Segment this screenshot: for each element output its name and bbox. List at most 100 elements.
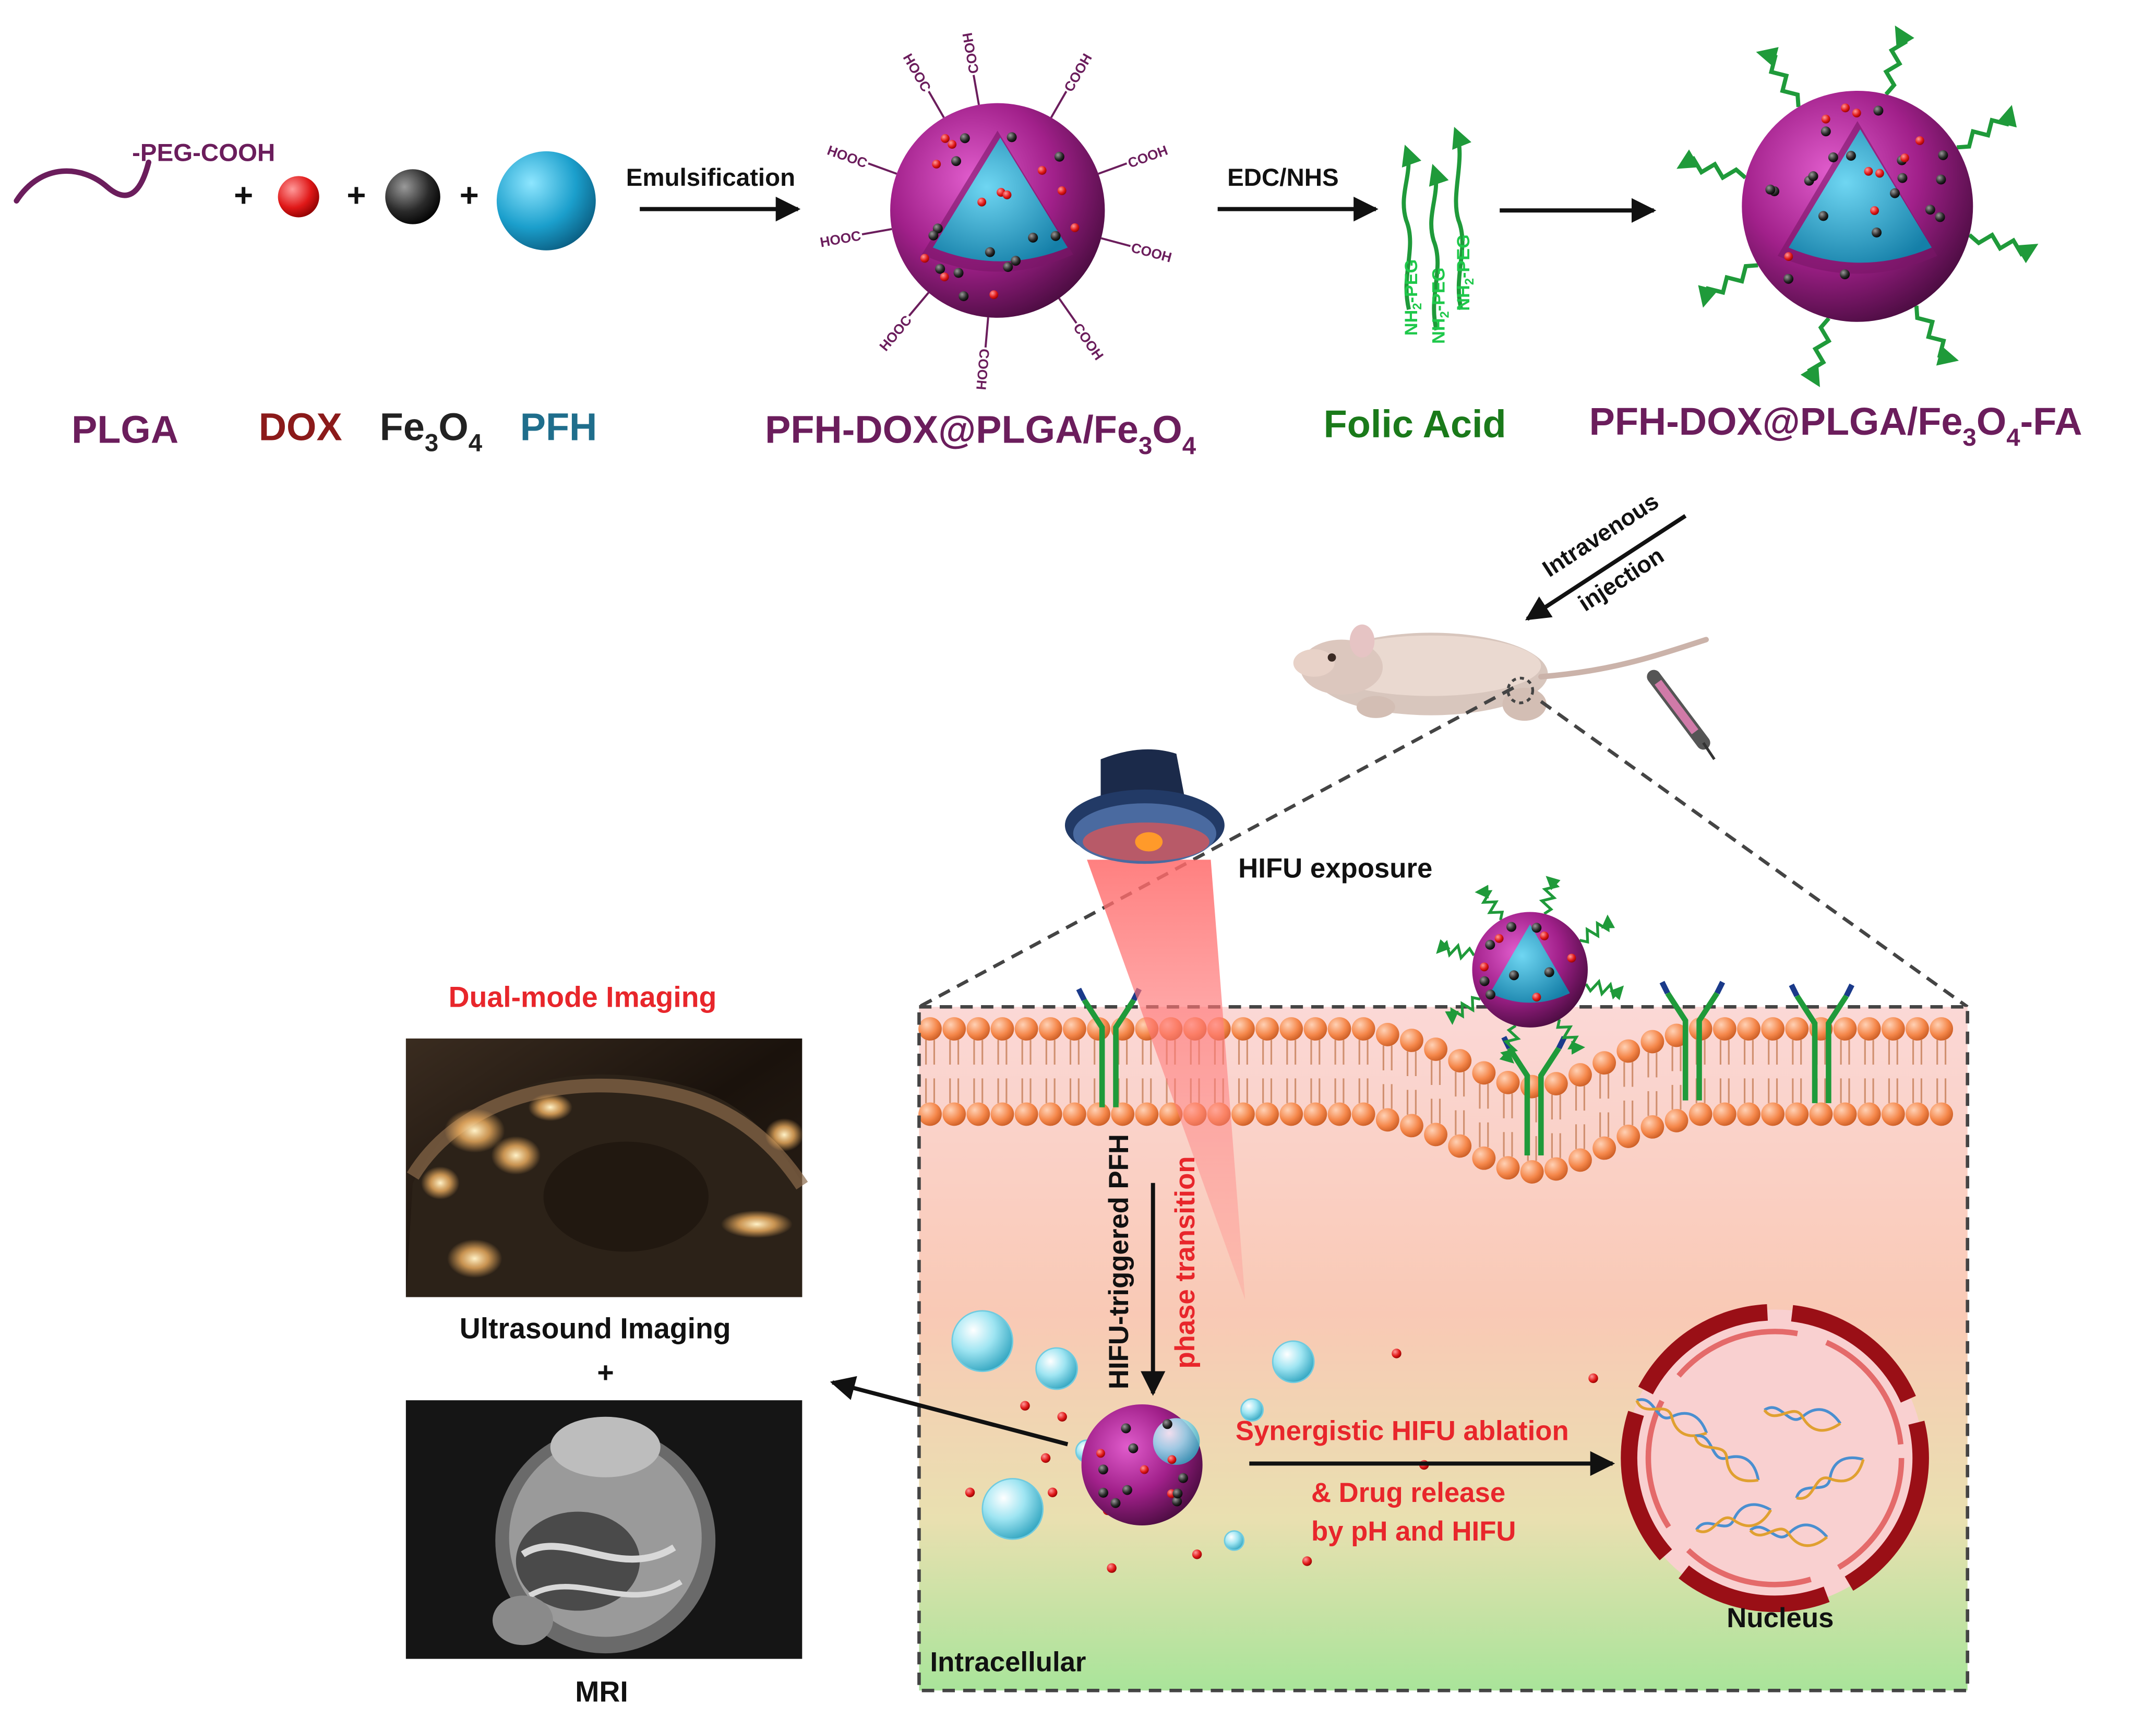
fa-ligand	[1914, 305, 1959, 366]
dna-backbone	[1763, 1409, 1841, 1432]
dox-dot	[1037, 166, 1047, 175]
dox-dot	[1567, 953, 1576, 963]
lipid-head	[1303, 1017, 1327, 1041]
pfh-transition-label-2: phase transition	[1170, 1156, 1201, 1368]
lipid-tail	[1888, 1078, 1898, 1103]
cooh-label: COOH	[973, 348, 992, 390]
lipid-head	[1327, 1102, 1351, 1126]
cooh-label: COOH	[1061, 51, 1095, 94]
lipid-head	[1930, 1102, 1954, 1126]
dox-dot	[1588, 1373, 1598, 1383]
cooh-label: COOH	[1125, 142, 1170, 171]
lipid-head	[1712, 1102, 1736, 1126]
cooh-spoke	[1050, 91, 1068, 118]
fe3o4-dot	[928, 230, 939, 241]
folic-acid-strands	[1402, 127, 1471, 331]
lipid-head	[1279, 1017, 1303, 1041]
ultrasound-image	[405, 1038, 808, 1297]
fe3o4-dot	[1485, 939, 1495, 950]
lipid-head	[1785, 1017, 1809, 1041]
lipid-tail	[1936, 1078, 1947, 1103]
fe3o4-dot	[1007, 132, 1017, 142]
fa-ligand	[1445, 996, 1481, 1025]
lipid-tail	[1888, 1040, 1898, 1065]
lipid-head	[1014, 1017, 1038, 1041]
lipid-head	[1351, 1017, 1375, 1041]
dual-mode-title: Dual-mode Imaging	[449, 981, 717, 1013]
lipid-tail	[1069, 1040, 1080, 1065]
plga-polymer	[14, 159, 152, 204]
nucleus-label: Nucleus	[1727, 1603, 1834, 1633]
dox-dot	[948, 140, 957, 149]
lipid-head	[942, 1102, 966, 1126]
folic-acid-ligands	[1676, 25, 2039, 387]
cooh-label: HOOC	[819, 228, 862, 250]
fa-ligand	[1579, 914, 1615, 944]
fe3o4-dot	[1783, 273, 1794, 284]
dox-dot	[1096, 1449, 1105, 1458]
lipid-tail	[1719, 1078, 1730, 1103]
plga-label: PLGA	[71, 408, 178, 451]
microbubble	[1035, 1347, 1078, 1390]
lipid-tail	[1575, 1085, 1585, 1111]
fe3o4-label: Fe3O4	[380, 405, 483, 457]
lipid-head	[942, 1017, 966, 1041]
cooh-label: HOOC	[825, 142, 869, 171]
lipid-head	[1664, 1023, 1688, 1047]
lipid-tail	[1045, 1040, 1056, 1065]
lipid-head	[1857, 1102, 1881, 1126]
tumor-site-marker	[1506, 676, 1535, 705]
imaging-plus: +	[597, 1356, 614, 1389]
dox-dot	[1002, 190, 1012, 199]
dox-dot	[932, 160, 941, 169]
lipid-tail	[1358, 1078, 1369, 1103]
lipid-tail	[1455, 1071, 1465, 1097]
lipid-tail	[973, 1040, 984, 1065]
lipid-tail	[1021, 1078, 1032, 1103]
fa-ligand	[1957, 105, 2017, 150]
nucleus	[1621, 1304, 1929, 1613]
nh2-peg-label-1: NH2-PEG	[1402, 259, 1424, 336]
pfh-microbubbles	[951, 1310, 1315, 1551]
dna-strand	[1695, 1503, 1772, 1533]
lipid-head	[1616, 1125, 1640, 1148]
lipid-head	[1906, 1102, 1929, 1126]
dox-dot	[1020, 1401, 1030, 1411]
dox-dot	[965, 1487, 975, 1497]
dox-dot	[1480, 962, 1489, 972]
lipid-tail	[1334, 1078, 1345, 1103]
ultrasound-label: Ultrasound Imaging	[460, 1313, 731, 1345]
dox-dot	[1070, 223, 1080, 232]
fe3o4-dot	[1808, 171, 1818, 182]
lipid-head	[1688, 1102, 1712, 1126]
fa-ligand	[1698, 263, 1758, 308]
lipid-head	[1087, 1102, 1110, 1126]
dox-dot	[940, 134, 950, 143]
lipid-head	[1568, 1148, 1592, 1172]
lipid-head	[1472, 1146, 1496, 1170]
lipid-tail	[1286, 1078, 1297, 1103]
cooh-spoke	[861, 228, 892, 235]
nh2-peg-label-3: NH2-PEG	[1454, 234, 1477, 311]
fa-ligand	[1676, 149, 1747, 181]
lipid-head	[1111, 1102, 1135, 1126]
fa-ligand	[1756, 47, 1801, 108]
cell-border	[917, 1005, 1970, 1692]
lipid-tail	[1358, 1040, 1369, 1065]
product-2-label: PFH-DOX@PLGA/Fe3O4-FA	[1589, 400, 2082, 451]
dna-backbone	[1694, 1435, 1759, 1483]
lipid-tail	[973, 1078, 984, 1103]
dox-dot	[1900, 153, 1909, 163]
microbubble	[1240, 1398, 1264, 1422]
fe3o4-dot	[1121, 1423, 1131, 1434]
mri-label: MRI	[575, 1675, 628, 1708]
lipid-tail	[1406, 1051, 1417, 1077]
dox-dot	[920, 254, 929, 263]
lipid-tail	[997, 1040, 1008, 1065]
zoom-line-left	[918, 686, 1515, 1009]
lipid-tail	[1599, 1112, 1610, 1137]
dox-dot	[1057, 1412, 1067, 1422]
lipid-tail	[1310, 1040, 1321, 1065]
microbubble	[981, 1478, 1044, 1540]
lipid-tail	[1840, 1078, 1850, 1103]
